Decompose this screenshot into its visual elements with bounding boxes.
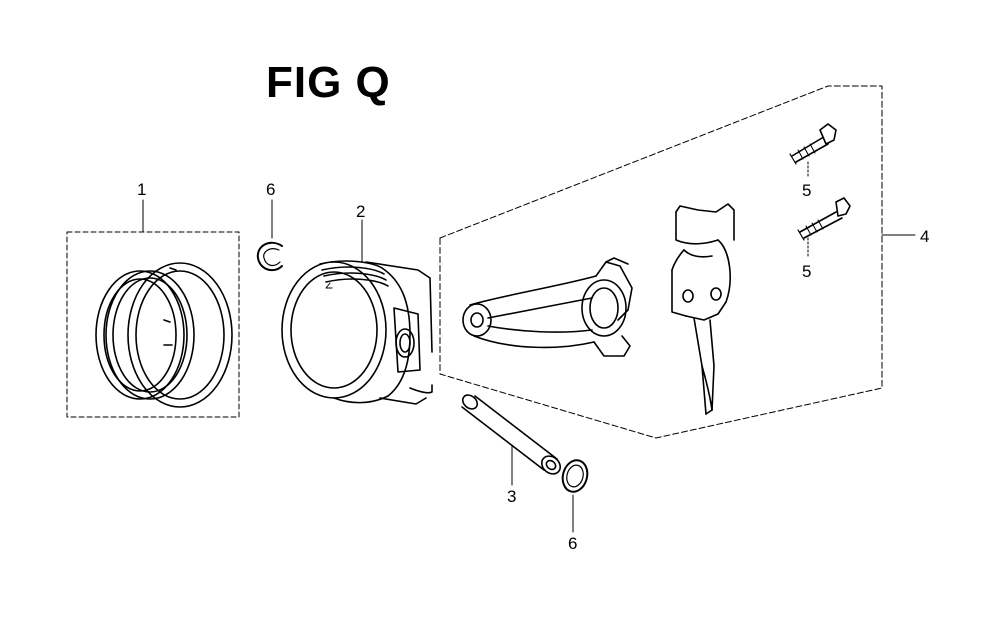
- piston-icon: [281, 260, 433, 405]
- connecting-rod-assembly-group: [439, 85, 916, 439]
- piston-group: [281, 219, 433, 405]
- pin-clip-icon: [256, 241, 283, 272]
- callout-6-lower: 6: [568, 534, 578, 553]
- pin-clip-icon: [561, 459, 589, 493]
- pin-clip-lower-group: [561, 459, 589, 533]
- rod-cap-dipper-icon: [671, 203, 735, 415]
- figure-title: FIG Q: [266, 58, 391, 107]
- callout-1: 1: [137, 180, 147, 199]
- callout-5-lower: 5: [802, 262, 812, 281]
- piston-ring-icon: [95, 262, 233, 408]
- piston-pin-group: [461, 394, 562, 486]
- piston-pin-icon: [461, 394, 562, 475]
- callout-2: 2: [356, 202, 366, 221]
- connecting-rod-icon: [462, 257, 633, 357]
- rod-bolt-upper-icon: [789, 123, 837, 165]
- callout-6-upper: 6: [266, 180, 276, 199]
- rod-bolt-lower-icon: [797, 197, 851, 241]
- callout-3: 3: [507, 487, 517, 506]
- callout-5-upper: 5: [802, 181, 812, 200]
- pin-clip-upper-group: [256, 199, 283, 272]
- callout-4: 4: [920, 227, 930, 246]
- piston-rings-group: [66, 199, 240, 418]
- connecting-rod-assembly-box: [439, 85, 883, 439]
- piston-rings-box: [66, 231, 240, 418]
